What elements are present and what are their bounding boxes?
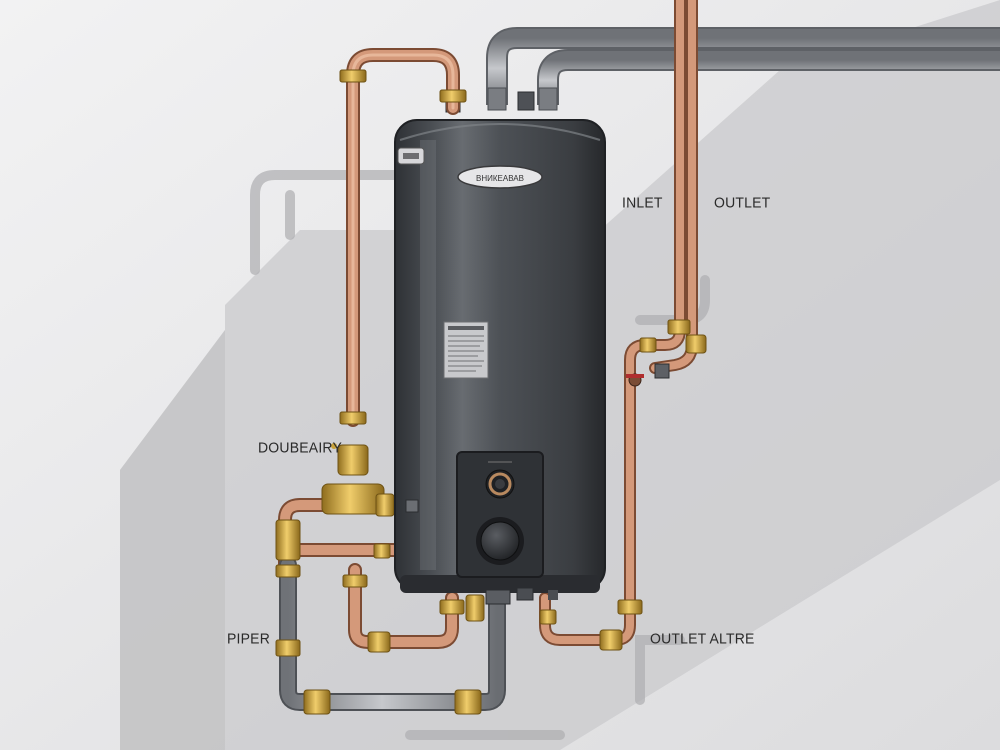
label-piper: PIPER xyxy=(227,629,271,647)
label-outlet-altre: OUTLET ALTRE xyxy=(650,629,755,647)
thermostat-dial xyxy=(485,461,515,499)
label-inlet: INLET xyxy=(622,193,663,211)
label-outlet: OUTLET xyxy=(714,193,771,211)
top-steel-pipes xyxy=(445,27,1000,113)
brass-fittings xyxy=(275,69,707,715)
rating-label xyxy=(443,321,489,379)
control-panel xyxy=(456,451,544,578)
doubeairy-marker xyxy=(331,443,337,449)
heater-logo-badge: ВНИКЕАВАВ xyxy=(457,165,543,189)
control-knob xyxy=(476,517,524,565)
wall-shadow-lower xyxy=(120,330,225,750)
label-doubeairy: DOUBEAIRY xyxy=(258,438,343,456)
tank-bottom-fittings xyxy=(405,499,558,605)
right-valves xyxy=(626,363,670,387)
heater-logo-text: ВНИКЕАВАВ xyxy=(476,174,524,183)
left-copper-pipe xyxy=(346,48,460,427)
